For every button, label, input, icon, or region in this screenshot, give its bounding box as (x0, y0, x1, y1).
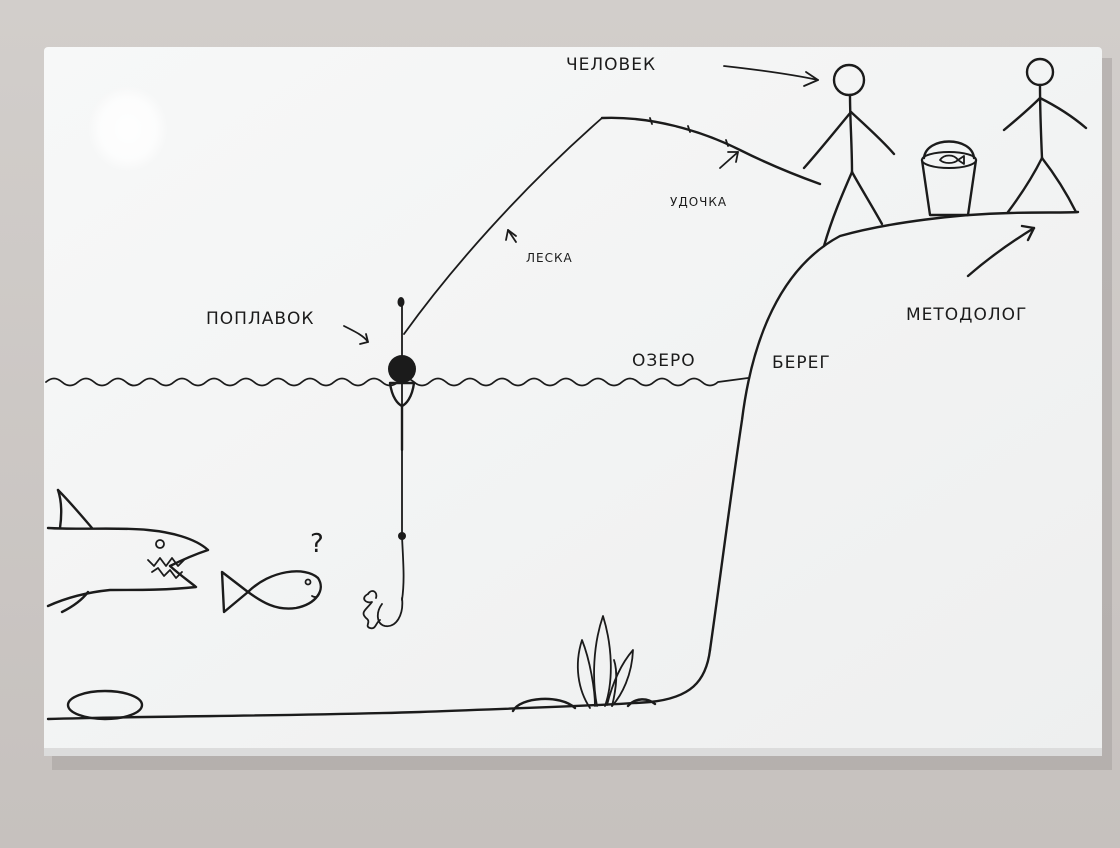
question-mark: ? (310, 529, 325, 559)
label-rod: УДОЧКА (670, 195, 727, 209)
label-lake: ОЗЕРО (632, 351, 696, 371)
float-top-tip (398, 297, 405, 307)
whiteboard-edge (44, 748, 1102, 756)
sinker-weight (398, 532, 406, 540)
label-float: ПОПЛАВОК (206, 309, 314, 329)
label-fishing-line: ЛЕСКА (526, 251, 573, 265)
light-glare (88, 86, 168, 172)
label-person: ЧЕЛОВЕК (566, 55, 656, 75)
label-shore: БЕРЕГ (772, 353, 831, 373)
label-methodologist: МЕТОДОЛОГ (906, 305, 1027, 325)
